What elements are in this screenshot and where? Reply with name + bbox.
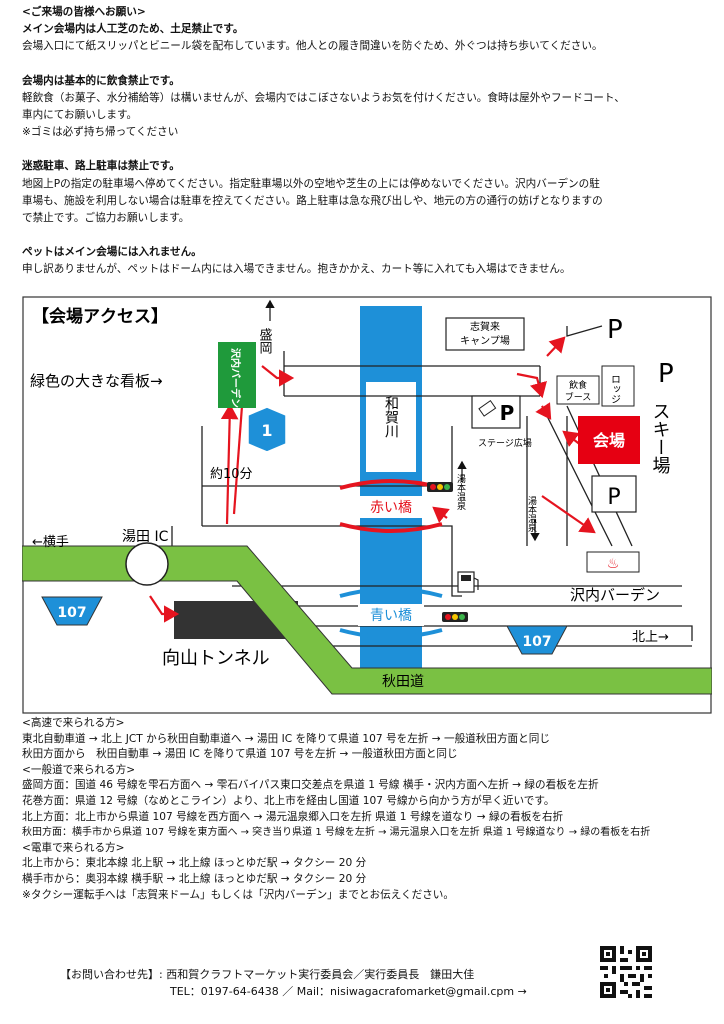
minutes-label: 約10分 — [210, 467, 253, 482]
access-map: ♨ 【会場アクセス】 緑色の大きな看板→ 沢内バーデン 1 107 107 盛岡… — [22, 296, 712, 714]
yumoto-label-2: 湯本温泉 — [526, 496, 537, 532]
red-bridge-label-bg — [358, 496, 424, 518]
yokote-label: ←横手 — [32, 535, 69, 550]
red-bridge-label: 赤い橋 — [370, 500, 412, 516]
akita-road-label: 秋田道 — [382, 674, 424, 690]
ski-label: スキー場 — [650, 402, 671, 475]
contact-line-1: 【お問い合わせ先】: 西和賀クラフトマーケット実行委員会／実行委員長 鎌田大佳 — [60, 968, 475, 981]
highway-line-2: 秋田方面から 秋田自動車 → 湯田 IC を降りて県道 107 号を左折 → 一… — [22, 748, 458, 761]
local-line-2: 花巻方面：県道 12 号線（なめとこライン）より、北上市を経由し国道 107 号… — [22, 794, 555, 807]
train-line-1: 北上市から：東北本線 北上駅 → 北上線 ほっとゆだ駅 → タクシー 20 分 — [22, 857, 367, 870]
gas-station-icon — [457, 571, 479, 593]
parking-heading: 迷惑駐車、路上駐車は禁止です。 — [22, 160, 180, 173]
sign-label: 緑色の大きな看板→ — [30, 372, 163, 390]
stage-label: ステージ広場 — [478, 437, 532, 449]
akita-expressway — [22, 545, 712, 695]
parking-line2: 車場も、施設を利用しない場合は駐車を控えてください。路上駐車は急な飛び出しや、地… — [22, 194, 603, 207]
pets-heading: ペットはメイン会場には入れません。 — [22, 246, 202, 259]
food-line2: 車内にてお願いします。 — [22, 109, 138, 122]
morioka-label: 盛岡 — [257, 328, 273, 354]
onsen-icon: ♨ — [607, 556, 620, 572]
food-line3: ※ゴミは必ず持ち帰ってください — [22, 126, 179, 139]
route-1-hexagon — [247, 406, 287, 453]
camp-label-2: キャンプ場 — [460, 334, 510, 347]
blue-bridge-label-bg — [358, 604, 424, 626]
lodge-label: ロッジ — [609, 374, 620, 404]
camp-label-1: 志賀来 — [470, 320, 500, 333]
map-title: 【会場アクセス】 — [32, 306, 168, 327]
blue-bridge-label: 青い橋 — [370, 608, 412, 624]
highway-title: <高速で来られる方> — [22, 717, 125, 729]
local-title: <一般道で来られる方> — [22, 763, 136, 776]
blue-bridge-top — [339, 587, 443, 598]
shoes-heading: メイン会場内は人工芝のため、土足禁止です。 — [22, 23, 244, 36]
red-bridge-bottom — [339, 522, 443, 533]
contact-line-2: TEL：0197-64-6438 ／ Mail：nisiwagacrafomar… — [170, 985, 527, 998]
onsen-box — [586, 551, 640, 573]
sign-text: 沢内バーデン — [229, 348, 242, 408]
route-107-shield-right — [506, 625, 568, 655]
directions-section: <高速で来られる方> 東北自動車道 → 北上 JCT から秋田自動車道へ → 湯… — [22, 716, 712, 903]
river-label-box — [366, 382, 416, 472]
parking-line1: 地図上Pの指定の駐車場へ停めてください。指定駐車場以外の空地や芝生の上には停めな… — [22, 177, 600, 190]
train-line-2: 横手市から：奥羽本線 横手駅 → 北上線 ほっとゆだ駅 → タクシー 20 分 — [22, 872, 367, 885]
food-heading: 会場内は基本的に飲食禁止です。 — [22, 74, 180, 87]
stage-p-label: P — [500, 401, 515, 425]
venue-block — [578, 416, 640, 464]
yumoto-label-1: 湯本温泉 — [455, 474, 466, 510]
food-line1: 軽飲食（お菓子、水分補給等）は構いませんが、会場内ではこぼさないようお気を付けく… — [22, 91, 625, 104]
taxi-note: ※タクシー運転手へは「志賀来ドーム」もしくは「沢内バーデン」までとお伝えください… — [22, 888, 454, 901]
route-107-shield-left — [41, 596, 103, 626]
highway-line-1: 東北自動車道 → 北上 JCT から秋田自動車道へ → 湯田 IC を降りて県道… — [22, 732, 550, 745]
parking-box-bottom — [591, 475, 637, 513]
route-107-left-label: 107 — [57, 605, 86, 621]
camp-box — [445, 317, 525, 351]
pets-body: 申し訳ありませんが、ペットはドーム内には入場できません。抱きかかえ、カート等に入… — [22, 263, 571, 276]
notice-section: <ご来場の皆様へお願い> メイン会場内は人工芝のため、土足禁止です。 会場入口に… — [22, 4, 712, 279]
local-line-3: 北上方面：北上市から県道 107 号線を西方面へ → 湯元温泉郷入口を左折 県道… — [22, 810, 564, 823]
notice-title: <ご来場の皆様へお願い> — [22, 6, 146, 18]
parking-p-bottom: P — [607, 485, 620, 510]
food-booth-box — [556, 375, 600, 405]
lodge-box — [601, 365, 635, 407]
sawauchi-baden-label: 沢内バーデン — [570, 586, 660, 604]
contact-section: 【お問い合わせ先】: 西和賀クラフトマーケット実行委員会／実行委員長 鎌田大佳 … — [60, 966, 600, 1000]
parking-line3: で禁止です。ご協力お願いします。 — [22, 212, 190, 225]
blue-bridge-bottom — [339, 628, 443, 639]
stage-icon — [478, 400, 497, 417]
route-red-vertical — [232, 405, 244, 515]
local-line-1: 盛岡方面：国道 46 号線を雫石方面へ → 雫石バイパス東口交差点を県道 1 号… — [22, 779, 599, 792]
traffic-light-upper — [427, 482, 453, 492]
shoes-body: 会場入口にて紙スリッパとビニール袋を配布しています。他人との履き間違いを防ぐため… — [22, 40, 603, 53]
stage-parking-box — [471, 395, 521, 429]
qr-code-icon[interactable] — [600, 946, 652, 998]
route-1-label: 1 — [261, 421, 272, 440]
food-label-2: ブース — [565, 391, 592, 403]
train-title: <電車で来られる方> — [22, 841, 125, 854]
yuda-ic-circle — [125, 542, 169, 586]
green-sign — [218, 342, 256, 408]
tunnel-label: 向山トンネル — [162, 648, 270, 669]
traffic-light-lower — [442, 612, 468, 622]
parking-p-ski: P — [658, 359, 674, 389]
venue-label: 会場 — [593, 431, 625, 450]
parking-p-top: P — [607, 315, 623, 345]
food-label-1: 飲食 — [569, 379, 587, 391]
kitakami-label: 北上→ — [632, 630, 669, 645]
route-107-right-label: 107 — [522, 634, 551, 650]
local-line-4: 秋田方面：横手市から県道 107 号線を東方面へ → 突き当り県道 1 号線を左… — [22, 827, 651, 839]
river-label: 和賀川 — [383, 396, 399, 438]
yuda-ic-label: 湯田 IC — [122, 528, 169, 545]
